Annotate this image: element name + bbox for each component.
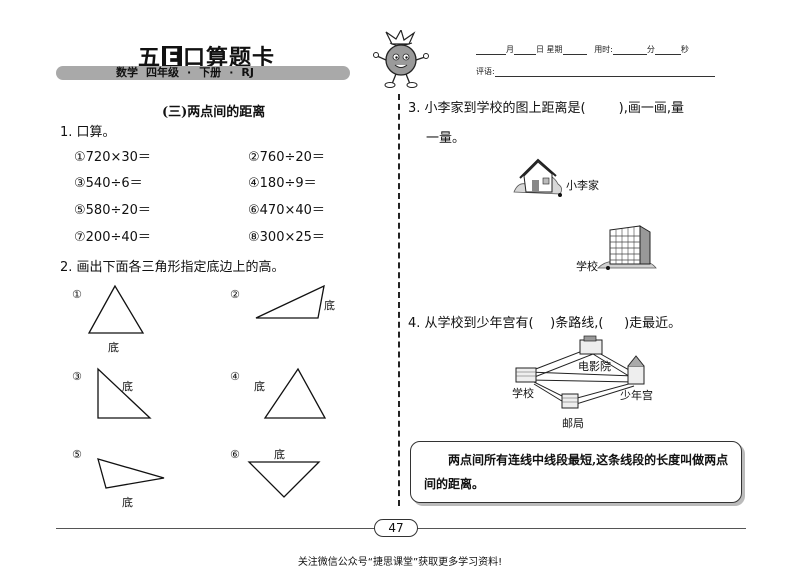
tri-2-base-label: 底 <box>324 299 335 312</box>
q3-line-1: 3. 小李家到学校的图上距离是( ),画一画,量 <box>408 101 685 116</box>
route-map <box>515 335 645 409</box>
q3-line-2: 一量。 <box>426 131 466 146</box>
tri-num-6: ⑥ <box>230 448 240 461</box>
triangle-1-shape <box>87 284 145 334</box>
tri-num-3: ③ <box>72 370 82 383</box>
definition-box <box>410 441 742 503</box>
q1-item-8: ⑧300×25＝ <box>248 230 325 245</box>
school-point <box>606 266 610 270</box>
q1-item-5: ⑤580÷20＝ <box>74 203 151 218</box>
section-title: (三)两点间的距离 <box>162 105 266 120</box>
post-office-label: 邮局 <box>562 417 584 430</box>
q1-item-7: ⑦200÷40＝ <box>74 230 151 245</box>
home-point <box>558 193 562 197</box>
home-label: 小李家 <box>566 179 599 192</box>
house-icon <box>513 158 562 195</box>
tri-num-4: ④ <box>230 370 240 383</box>
comment-line: 评语: <box>476 66 715 77</box>
triangle-6-shape <box>247 461 321 498</box>
youth-palace-icon <box>627 355 645 385</box>
tri-num-2: ② <box>230 288 240 301</box>
subject-bar: 数学四年级·下册·RJ <box>56 66 350 80</box>
q1-title: 1. 口算。 <box>60 125 116 140</box>
school-small-icon <box>515 367 537 383</box>
q1-item-2: ②760÷20＝ <box>248 150 325 165</box>
youth-palace-label: 少年宫 <box>620 389 653 402</box>
date-time-line: 月日 星期 用时:分秒 <box>476 44 689 55</box>
school-label: 学校 <box>576 260 598 273</box>
q1-item-1: ①720×30＝ <box>74 150 151 165</box>
triangle-5-shape <box>97 458 165 489</box>
footer-text: 关注微信公众号“捷思课堂”获取更多学习资料! <box>297 557 503 568</box>
brand-e-logo: E <box>162 46 183 71</box>
school-building-icon <box>597 225 657 269</box>
q1-item-3: ③540÷6＝ <box>74 176 143 191</box>
page-number: 47 <box>374 519 418 537</box>
q2-title: 2. 画出下面各三角形指定底边上的高。 <box>60 260 285 275</box>
tri-5-base-label: 底 <box>122 496 133 509</box>
triangle-4-shape <box>263 367 327 419</box>
triangle-2-shape <box>255 284 325 319</box>
cinema-label: 电影院 <box>578 360 611 373</box>
tri-3-base-label: 底 <box>122 380 133 393</box>
q1-item-4: ④180÷9＝ <box>248 176 317 191</box>
route-school-label: 学校 <box>512 387 534 400</box>
definition-text: 两点间所有连线中线段最短,这条线段的长度叫做两点间的距离。 <box>424 453 729 491</box>
tri-4-base-label: 底 <box>254 380 265 393</box>
triangle-3-shape <box>97 367 152 419</box>
q4-line: 4. 从学校到少年宫有( )条路线,( )走最近。 <box>408 316 682 331</box>
tri-1-base-label: 底 <box>108 341 119 354</box>
tri-num-1: ① <box>72 288 82 301</box>
column-divider <box>398 94 400 506</box>
tri-6-base-label: 底 <box>274 448 285 461</box>
q1-item-6: ⑥470×40＝ <box>248 203 325 218</box>
post-office-icon <box>561 393 579 409</box>
tri-num-5: ⑤ <box>72 448 82 461</box>
radish-mascot-icon <box>373 30 429 88</box>
cinema-building-icon <box>579 335 603 355</box>
